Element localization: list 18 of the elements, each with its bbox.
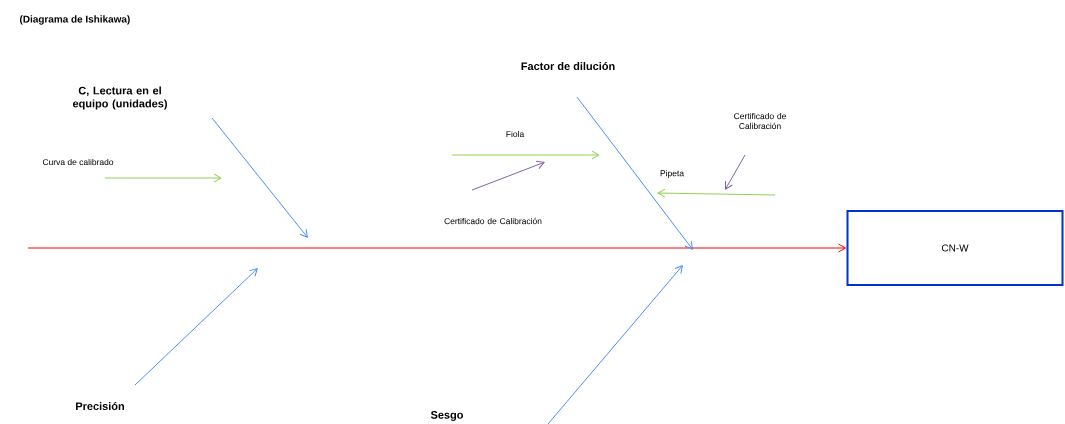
arrow — [134, 268, 258, 386]
branch-label: Precisión — [76, 401, 124, 411]
cause-label: Curva de calibrado — [42, 158, 114, 166]
branch-label: Sesgo — [430, 411, 463, 421]
effect-box: CN-W — [846, 210, 1064, 286]
cause-label: Pipeta — [660, 170, 684, 178]
arrow — [211, 117, 308, 238]
title: (Diagrama de Ishikawa) — [20, 15, 130, 25]
arrow — [576, 96, 693, 250]
cause-label: Certificado de Calibración — [734, 112, 786, 130]
cause-label: Certificado de Calibración — [444, 217, 542, 225]
arrow — [104, 173, 222, 183]
branch-label: C, Lectura en el equipo (unidades) — [72, 86, 167, 110]
arrow — [27, 243, 846, 253]
arrow — [471, 160, 545, 191]
cause-label: Fiola — [506, 130, 525, 138]
arrow — [657, 188, 776, 198]
branch-label: Factor de dilución — [521, 61, 615, 71]
